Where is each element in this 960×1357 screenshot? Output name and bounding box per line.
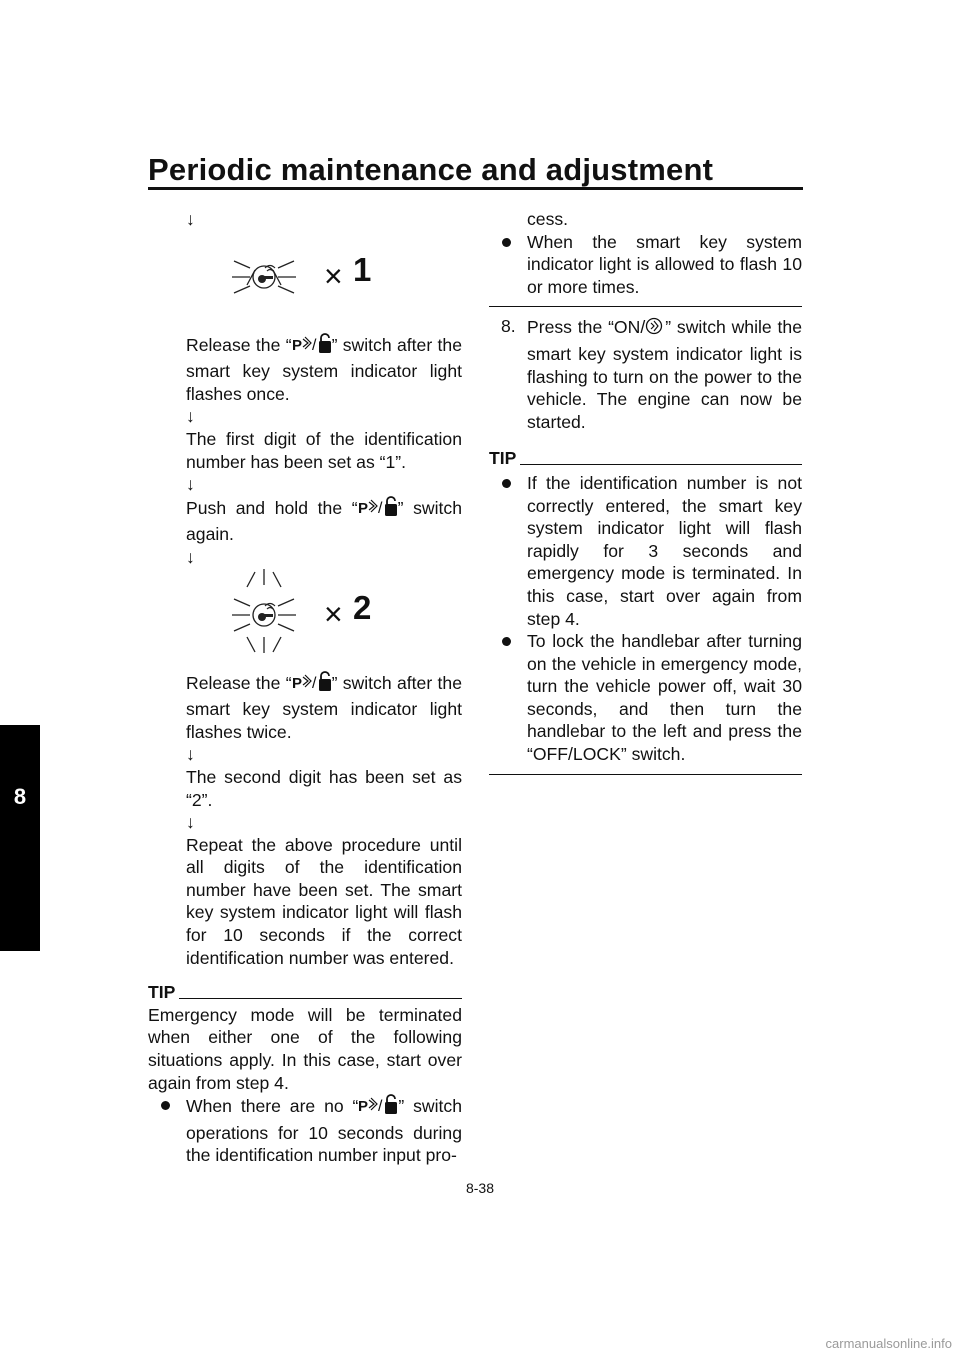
flash-count-1: 1 (353, 250, 372, 288)
indicator-flash-figure-1: × 1 (220, 231, 462, 333)
flashing-key-indicator-icon (232, 259, 296, 294)
svg-text:P: P (358, 500, 368, 517)
chapter-tab: 8 (0, 725, 40, 951)
flow-arrow: ↓ (186, 744, 195, 765)
bullet-dot (502, 637, 511, 647)
push-hold-text: Push and hold the “P/” switch again. (186, 495, 462, 545)
bullet-dot (161, 1101, 170, 1111)
list-item: When the smart key system indicator ligh… (489, 231, 802, 299)
bullet-dot (502, 478, 511, 488)
tip-heading: TIP (489, 447, 802, 470)
times-sign: × (324, 595, 343, 632)
times-sign: × (324, 257, 343, 294)
page-title: Periodic maintenance and adjustment (148, 152, 714, 187)
continued-text: cess. (527, 209, 569, 229)
release-once-text: Release the “P/” switch after the smart … (186, 332, 462, 404)
key-signal-icon (645, 315, 665, 343)
tip-end-rule (489, 306, 802, 308)
indicator-flash-figure-2: × 2 (220, 568, 462, 671)
svg-text:P: P (292, 675, 302, 692)
list-item: To lock the handlebar after turning on t… (489, 630, 802, 766)
release-twice-text: Release the “P/” switch after the smart … (186, 670, 462, 742)
list-item: When there are no “P/” switch operations… (148, 1094, 462, 1167)
svg-text:/: / (312, 675, 317, 692)
p-lock-switch-icon: P/ (358, 1094, 398, 1122)
second-digit-text: The second digit has been set as “2”. (186, 766, 462, 810)
first-digit-text: The first digit of the identification nu… (186, 428, 462, 472)
tip-heading: TIP (148, 981, 462, 1004)
right-column: cess. When the smart key system indicato… (489, 208, 802, 775)
list-item: If the identification number is not corr… (489, 472, 802, 630)
flashing-key-indicator-icon (232, 568, 296, 653)
flow-arrow: ↓ (186, 209, 195, 229)
flow-arrow: ↓ (186, 812, 195, 833)
svg-text:P: P (292, 337, 302, 354)
left-column: ↓ (148, 208, 462, 1167)
flash-count-2: 2 (353, 588, 372, 626)
svg-text:P: P (358, 1098, 368, 1115)
watermark: carmanualsonline.info (825, 1336, 952, 1351)
step-number: 8. (501, 316, 516, 337)
svg-text:/: / (378, 1098, 383, 1115)
repeat-procedure-text: Repeat the above procedure until all dig… (186, 834, 462, 968)
step-8: 8. Press the “ON/” switch while the smar… (501, 315, 802, 432)
p-lock-switch-icon: P/ (292, 670, 332, 699)
title-rule (148, 187, 803, 190)
tip-end-rule (489, 773, 802, 775)
flow-arrow: ↓ (186, 406, 195, 427)
svg-text:/: / (312, 337, 317, 354)
p-lock-switch-icon: P/ (358, 495, 398, 524)
flow-arrow: ↓ (186, 474, 195, 495)
flow-arrow: ↓ (186, 546, 195, 567)
svg-text:/: / (378, 500, 383, 517)
p-lock-switch-icon: P/ (292, 332, 332, 361)
tip-text: Emergency mode will be terminated when e… (148, 1004, 462, 1093)
page-number: 8-38 (465, 1180, 495, 1196)
bullet-dot (502, 237, 511, 247)
